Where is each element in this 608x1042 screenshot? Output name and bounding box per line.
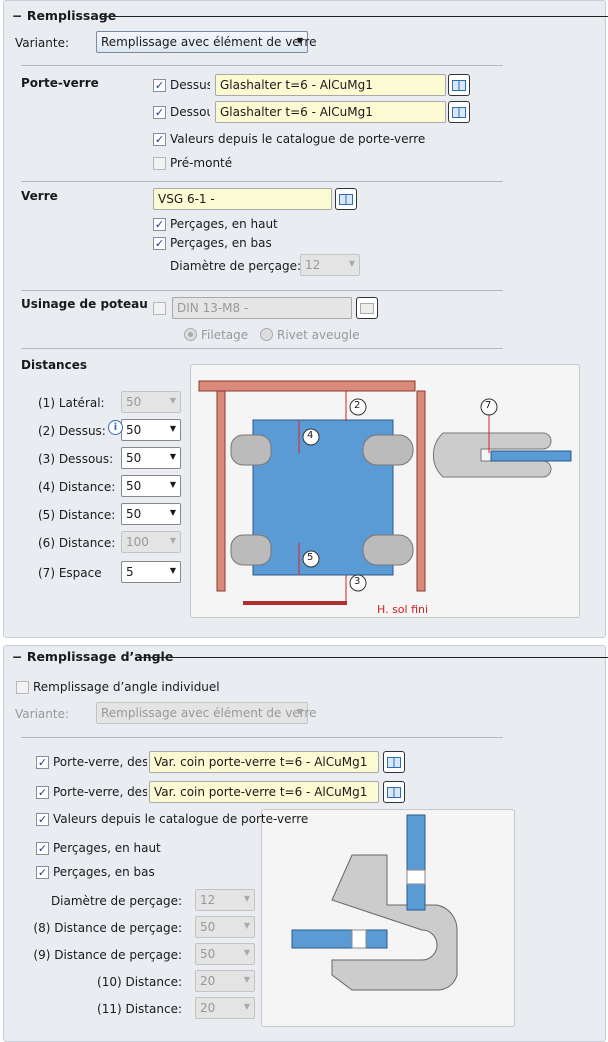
variante-label: Variante:	[15, 36, 69, 50]
variante-label: Variante:	[15, 707, 69, 721]
sol-fini-label: H. sol fini	[377, 603, 429, 616]
angle-dessous-label: Porte-verre, dessous	[53, 785, 147, 799]
distance-label: (5) Distance:	[38, 508, 116, 522]
distance-label: (3) Dessous:	[38, 452, 114, 466]
angle-row-select[interactable]: 20	[195, 997, 255, 1019]
dessus-checkbox[interactable]: ✓	[153, 79, 166, 92]
percages-bas-label: Perçages, en bas	[170, 236, 272, 250]
marker-3: 3	[354, 576, 361, 587]
angle-row-label: (9) Distance de perçage:	[33, 948, 182, 962]
angle-row-label: (11) Distance:	[97, 1002, 182, 1016]
angle-header[interactable]: − Remplissage d’angle	[12, 649, 608, 664]
angle-percages-haut-label: Perçages, en haut	[53, 841, 161, 855]
catalogue-checkbox[interactable]: ✓	[153, 133, 166, 146]
angle-dessous-checkbox[interactable]: ✓	[36, 786, 49, 799]
percages-haut-checkbox[interactable]: ✓	[153, 218, 166, 231]
variante-select[interactable]: Remplissage avec élément de verre	[96, 31, 316, 53]
usinage-title: Usinage de poteau	[21, 297, 148, 311]
percages-bas-checkbox[interactable]: ✓	[153, 237, 166, 250]
marker-5: 5	[307, 552, 314, 563]
dessous-field[interactable]: Glashalter t=6 - AlCuMg1	[215, 101, 446, 123]
catalog-book-icon[interactable]	[335, 188, 357, 210]
rivet-radio[interactable]	[260, 328, 273, 341]
angle-percages-bas-checkbox[interactable]: ✓	[36, 866, 49, 879]
distance-select[interactable]: 50	[121, 391, 181, 413]
dessous-checkbox[interactable]: ✓	[153, 106, 166, 119]
dessus-label: Dessus	[170, 78, 210, 92]
marker-7: 7	[485, 400, 492, 411]
catalog-book-icon[interactable]	[356, 297, 378, 319]
distance-select[interactable]: 5	[121, 561, 181, 583]
angle-percages-haut-checkbox[interactable]: ✓	[36, 842, 49, 855]
angle-panel: − Remplissage d’angle Remplissage d’angl…	[3, 645, 608, 1042]
distance-label: (7) Espace	[38, 566, 102, 580]
verre-field[interactable]: VSG 6-1 -	[153, 188, 332, 210]
remplissage-panel: − Remplissage Variante: Remplissage avec…	[3, 0, 608, 638]
distances-diagram: 2 4 5 3 7 H. sol fini	[190, 364, 580, 618]
distance-select[interactable]: 100	[121, 531, 181, 553]
angle-catalogue-checkbox[interactable]: ✓	[36, 813, 49, 826]
distance-select[interactable]: 50	[121, 503, 181, 525]
angle-row-select[interactable]: 12	[195, 889, 255, 911]
premonte-checkbox[interactable]	[153, 157, 166, 170]
usinage-field[interactable]: DIN 13-M8 -	[172, 297, 352, 319]
dessus-field[interactable]: Glashalter t=6 - AlCuMg1	[215, 74, 446, 96]
diametre-label: Diamètre de perçage:	[170, 259, 302, 273]
porte-verre-title: Porte-verre	[21, 76, 99, 90]
angle-percages-bas-label: Perçages, en bas	[53, 865, 155, 879]
distances-title: Distances	[21, 358, 87, 372]
distance-label: (2) Dessus:	[38, 424, 106, 438]
angle-row-select[interactable]: 50	[195, 943, 255, 965]
catalogue-label: Valeurs depuis le catalogue de porte-ver…	[170, 132, 426, 146]
angle-row-label: (10) Distance:	[97, 975, 182, 989]
angle-dessous-field[interactable]: Var. coin porte-verre t=6 - AlCuMg1	[149, 781, 379, 803]
distance-select[interactable]: 50	[121, 447, 181, 469]
premonte-label: Pré-monté	[170, 156, 233, 170]
distance-label: (1) Latéral:	[38, 396, 105, 410]
individuel-label: Remplissage d’angle individuel	[33, 680, 220, 694]
distance-label: (4) Distance:	[38, 480, 116, 494]
catalog-book-icon[interactable]	[448, 101, 470, 123]
percages-haut-label: Perçages, en haut	[170, 217, 278, 231]
distance-select[interactable]: 50	[121, 475, 181, 497]
angle-row-select[interactable]: 20	[195, 970, 255, 992]
angle-variante-select[interactable]: Remplissage avec élément de verre	[96, 702, 316, 724]
dessous-label: Dessou	[170, 105, 210, 119]
angle-row-label: Diamètre de perçage:	[50, 894, 182, 908]
remplissage-header[interactable]: − Remplissage	[12, 8, 608, 23]
verre-title: Verre	[21, 189, 58, 203]
angle-diagram	[261, 809, 515, 1027]
angle-row-label: (8) Distance de perçage:	[33, 921, 182, 935]
rivet-label: Rivet aveugle	[277, 328, 360, 342]
marker-4: 4	[307, 430, 314, 441]
angle-dessus-field[interactable]: Var. coin porte-verre t=6 - AlCuMg1	[149, 751, 379, 773]
distance-label: (6) Distance:	[38, 536, 116, 550]
usinage-checkbox[interactable]	[153, 302, 166, 315]
distance-select[interactable]: 50	[121, 419, 181, 441]
catalog-book-icon[interactable]	[448, 74, 470, 96]
info-icon[interactable]: i	[108, 420, 123, 435]
angle-row-select[interactable]: 50	[195, 916, 255, 938]
angle-dessus-label: Porte-verre, dessus	[53, 755, 147, 769]
catalog-book-icon[interactable]	[383, 751, 405, 773]
section-title: Remplissage	[26, 8, 117, 23]
marker-2: 2	[354, 400, 361, 411]
section-title: Remplissage d’angle	[26, 649, 174, 664]
individuel-checkbox[interactable]	[16, 681, 29, 694]
filetage-label: Filetage	[201, 328, 249, 342]
angle-dessus-checkbox[interactable]: ✓	[36, 756, 49, 769]
angle-catalogue-label: Valeurs depuis le catalogue de porte-ver…	[53, 812, 309, 826]
filetage-radio[interactable]	[184, 328, 197, 341]
diametre-select[interactable]: 12	[300, 254, 360, 276]
catalog-book-icon[interactable]	[383, 781, 405, 803]
